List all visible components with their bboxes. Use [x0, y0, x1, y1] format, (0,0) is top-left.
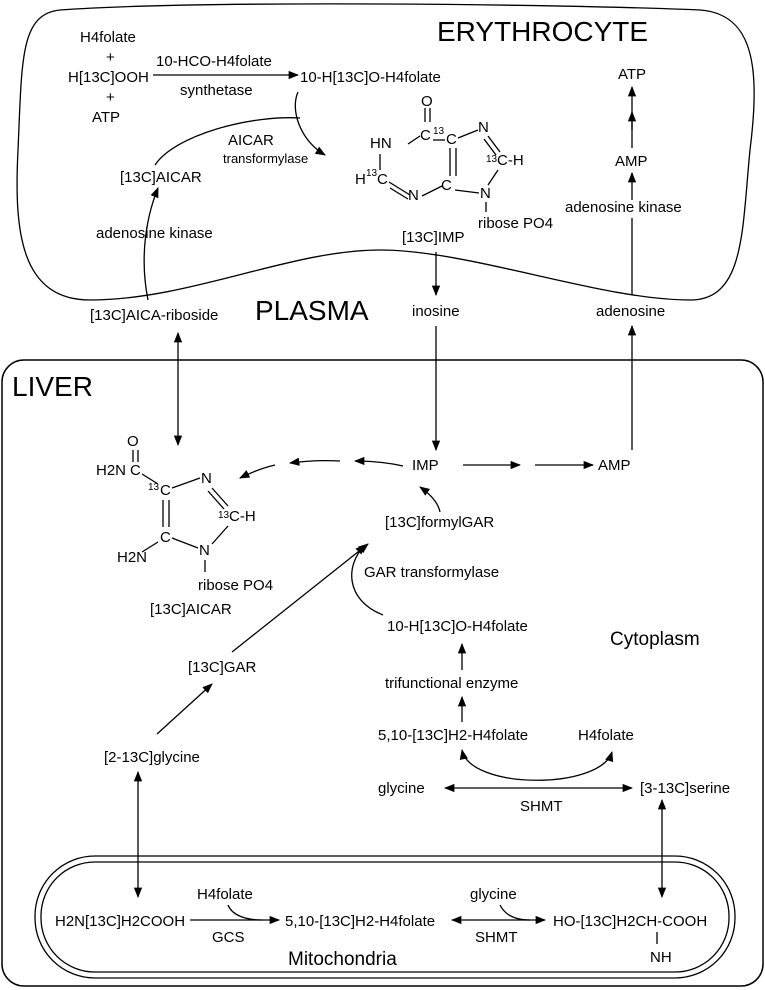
arc-gcs: [227, 904, 263, 921]
imp-c8-label: 13: [486, 154, 498, 165]
plasma-title: PLASMA: [255, 295, 369, 326]
liver-glycine-labeled: [2-13C]glycine: [104, 749, 200, 766]
arrow-imp-to-aicar-1: [353, 456, 404, 467]
ery-h4folate: H4folate: [80, 29, 136, 46]
plasma-adenosine: adenosine: [596, 303, 665, 320]
ery-aicar-transformylase-2: transformylase: [223, 151, 308, 166]
liver-serine: [3-13C]serine: [640, 780, 730, 797]
liver-gar-transformylase: GAR transformylase: [364, 564, 499, 581]
mito-glycine-formula: H2N[13C]H2COOH: [55, 913, 185, 930]
aicar-c5: C: [160, 529, 171, 546]
plasma-inosine: inosine: [412, 303, 460, 320]
ery-amp: AMP: [615, 153, 648, 170]
mito-methylene-h4folate: 5,10-[13C]H2-H4folate: [285, 913, 435, 930]
imp-c4: C: [441, 177, 452, 194]
liver-title: LIVER: [12, 371, 93, 402]
imp-c5: C: [446, 131, 457, 148]
ery-formyl-h4folate: 10-H[13C]O-H4folate: [300, 69, 441, 86]
liver-formylgar: [13C]formylGAR: [385, 514, 494, 531]
aicar-oxygen: O: [127, 433, 139, 450]
erythrocyte-membrane: [16, 3, 755, 301]
liver-boundary: [1, 359, 764, 987]
ery-formate: H[13C]OOH: [68, 69, 149, 86]
ery-aicar-transformylase-1: AICAR: [228, 132, 274, 149]
ery-plus-2: +: [106, 89, 115, 106]
aicar-c4-label: 13: [148, 482, 160, 493]
aicar-c4: C: [160, 482, 171, 499]
liver-aicar: [13C]AICAR: [150, 601, 232, 618]
aicar-c2: C-H: [229, 508, 256, 525]
arrow-glycine-to-gar: [156, 683, 213, 735]
erythrocyte-title: ERYTHROCYTE: [437, 16, 648, 47]
imp-n9: N: [480, 185, 491, 202]
plasma-aica-riboside: [13C]AICA-riboside: [90, 307, 218, 324]
liver-imp: IMP: [412, 457, 439, 474]
ery-imp: [13C]IMP: [402, 229, 465, 246]
imp-h2: H: [355, 171, 366, 188]
liver-methylene-h4folate: 5,10-[13C]H2-H4folate: [378, 727, 528, 744]
aicar-n1: N: [199, 542, 210, 559]
mito-nh: NH: [650, 949, 672, 966]
ery-atp: ATP: [618, 66, 646, 83]
imp-c2: C: [377, 171, 388, 188]
mitochondria-title: Mitochondria: [288, 949, 397, 970]
mito-h4folate: H4folate: [197, 886, 253, 903]
ery-enzyme-synthetase-2: synthetase: [180, 82, 253, 99]
aicar-ribose: ribose PO4: [198, 577, 273, 594]
arrow-gar-to-formylgar: [231, 543, 369, 653]
ery-atp-in: ATP: [92, 109, 120, 126]
ery-adenosine-kinase-left: adenosine kinase: [96, 225, 213, 242]
aicar-n3: N: [201, 470, 212, 487]
aicar-amino: H2N: [117, 549, 147, 566]
mito-shmt: SHMT: [475, 929, 518, 946]
imp-c5-label: 13: [433, 126, 445, 137]
liver-gar: [13C]GAR: [188, 659, 257, 676]
liver-formyl-h4folate: 10-H[13C]O-H4folate: [387, 618, 528, 635]
arrow-aicariboside-to-aicar: [143, 187, 159, 301]
arc-mito-shmt: [499, 904, 531, 921]
liver-trifunctional: trifunctional enzyme: [385, 675, 518, 692]
aicar-structure: O H2N C 13 C N 13 C-H N C H2N ribose PO4: [96, 433, 273, 594]
imp-ribose: ribose PO4: [478, 215, 553, 232]
mitochondria-outer-membrane: [34, 855, 736, 979]
arrow-formylgar-to-imp: [419, 486, 441, 513]
cytoplasm-title: Cytoplasm: [610, 629, 700, 650]
arc-aicar-transformylase: [154, 117, 301, 166]
liver-glycine: glycine: [378, 780, 425, 797]
arrow-imp-to-aicar-3: [239, 464, 276, 479]
liver-shmt: SHMT: [520, 798, 563, 815]
imp-c8: C-H: [497, 152, 524, 169]
imp-structure: O C HN H 13 C N C 13 C N 13 C-H N ribose…: [355, 93, 553, 232]
ery-adenosine-kinase-right: adenosine kinase: [565, 199, 682, 216]
imp-oxygen: O: [421, 93, 433, 110]
mitochondria-inner-membrane: [40, 861, 730, 973]
shmt-arc-cyto: [459, 748, 614, 781]
mito-serine-formula: HO-[13C]H2CH-COOH: [553, 913, 707, 930]
ery-enzyme-synthetase-1: 10-HCO-H4folate: [156, 53, 272, 70]
aicar-amide-c: C: [130, 462, 141, 479]
imp-n1h: HN: [370, 135, 392, 152]
arrow-formyl-to-imp: [294, 91, 326, 156]
aicar-c2-label: 13: [218, 510, 230, 521]
imp-n7: N: [478, 119, 489, 136]
mito-gcs: GCS: [212, 929, 245, 946]
arrow-imp-to-aicar-2: [288, 457, 341, 466]
ery-aicar: [13C]AICAR: [120, 169, 202, 186]
imp-n3: N: [408, 187, 419, 204]
imp-c6: C: [420, 127, 431, 144]
mito-glycine: glycine: [470, 886, 517, 903]
liver-amp: AMP: [598, 457, 631, 474]
liver-h4folate: H4folate: [578, 727, 634, 744]
imp-c2-label: 13: [366, 168, 378, 179]
ery-plus-1: +: [106, 49, 115, 66]
aicar-amide-n: H2N: [96, 462, 126, 479]
